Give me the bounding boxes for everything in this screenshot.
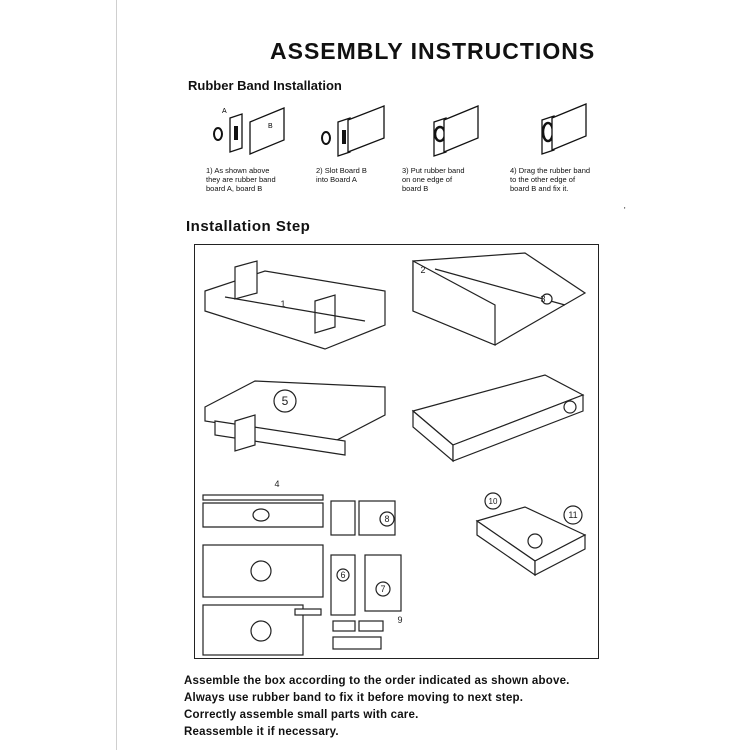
installation-heading: Installation Step xyxy=(186,218,311,235)
footer-instructions: Assemble the box according to the order … xyxy=(184,673,570,741)
rubber-band-step-4-caption: 4) Drag the rubber band to the other edg… xyxy=(510,166,591,193)
footer-line-2: Always use rubber band to fix it before … xyxy=(184,692,524,704)
marker-3: 3 xyxy=(540,294,545,304)
page-edge-line xyxy=(116,0,117,750)
marker-6: 6 xyxy=(340,570,345,580)
marker-4: 4 xyxy=(274,479,279,489)
rubber-band-diagram-3 xyxy=(428,104,518,160)
step-2-3-diagram xyxy=(412,252,587,346)
footer-line-1: Assemble the box according to the order … xyxy=(184,675,570,687)
marker-5: 5 xyxy=(282,394,289,408)
step-1-diagram xyxy=(204,260,386,350)
marker-7: 7 xyxy=(380,584,385,594)
installation-diagram-frame: 1 2 3 4 5 6 7 8 9 10 11 xyxy=(194,244,599,659)
page-title: ASSEMBLY INSTRUCTIONS xyxy=(270,38,596,64)
step-7-diagram xyxy=(411,374,585,463)
step-5-diagram xyxy=(204,380,386,456)
rubber-band-heading: Rubber Band Installation xyxy=(188,78,342,93)
label-a: A xyxy=(222,108,227,115)
marker-9: 9 xyxy=(397,615,402,625)
rubber-band-step-1-caption: 1) As shown above they are rubber band b… xyxy=(206,166,276,193)
footer-line-4: Reassemble it if necessary. xyxy=(184,726,339,738)
marker-11: 11 xyxy=(568,510,577,520)
footer-line-3: Correctly assemble small parts with care… xyxy=(184,709,419,721)
label-b: B xyxy=(268,123,273,130)
step-10-11-diagram xyxy=(475,492,587,577)
parts-layout xyxy=(202,494,402,656)
rubber-band-diagram-2 xyxy=(318,104,408,160)
marker-2: 2 xyxy=(420,265,425,275)
stray-mark: ' xyxy=(624,206,626,215)
marker-10: 10 xyxy=(489,497,498,506)
rubber-band-step-3-caption: 3) Put rubber band on one edge of board … xyxy=(402,166,465,193)
rubber-band-diagram-1: A B xyxy=(208,104,298,160)
marker-8: 8 xyxy=(384,514,389,524)
rubber-band-step-2-caption: 2) Slot Board B into Board A xyxy=(316,166,367,184)
rubber-band-diagram-4 xyxy=(536,103,626,160)
marker-1: 1 xyxy=(280,299,285,309)
